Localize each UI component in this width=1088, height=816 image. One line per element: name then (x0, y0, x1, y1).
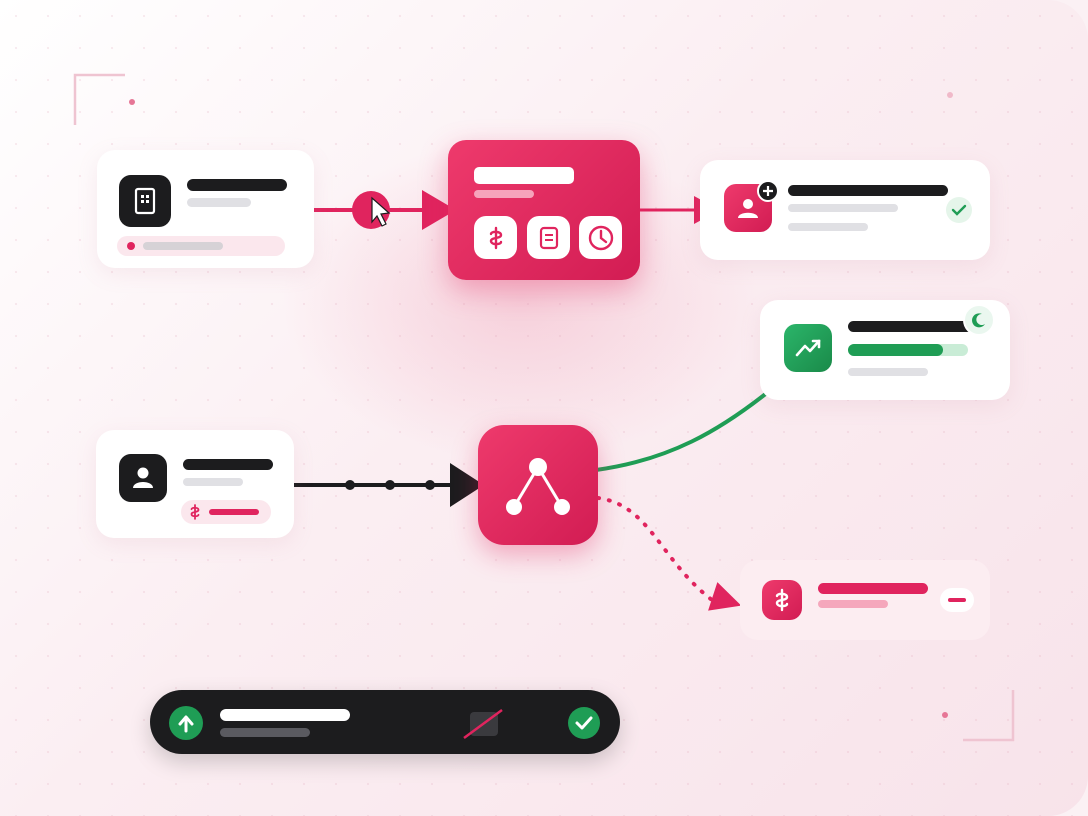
growth-card[interactable] (760, 300, 1010, 400)
title-placeholder (818, 583, 928, 594)
currency-icon (762, 580, 802, 620)
no-device-icon[interactable] (462, 708, 504, 740)
subtitle-placeholder (187, 198, 251, 207)
hub-title-placeholder (474, 167, 574, 184)
check-icon (946, 197, 972, 223)
document-icon[interactable] (527, 216, 570, 259)
title-placeholder (183, 459, 273, 470)
source-building-card[interactable] (97, 150, 314, 268)
tag-placeholder (209, 509, 259, 515)
check-circle-icon[interactable] (568, 707, 600, 739)
hub-subtitle-placeholder (474, 190, 534, 198)
moon-icon (963, 304, 995, 336)
currency-icon[interactable] (474, 216, 517, 259)
status-placeholder (143, 242, 223, 250)
processor-hub-card[interactable] (448, 140, 640, 280)
payment-tag (181, 500, 271, 524)
subtitle-placeholder (183, 478, 243, 486)
branch-icon (506, 458, 570, 515)
progress-track (848, 344, 968, 356)
status-title-placeholder (220, 709, 350, 721)
arrow-head (422, 190, 456, 230)
connector-router-to-payment (596, 496, 714, 602)
subtitle-placeholder (788, 223, 868, 231)
status-subtitle-placeholder (220, 728, 310, 737)
source-person-card[interactable] (96, 430, 294, 538)
title-placeholder (187, 179, 287, 191)
trend-up-icon (784, 324, 832, 372)
status-dot (127, 242, 135, 250)
title-placeholder (788, 185, 948, 196)
subtitle-placeholder (818, 600, 888, 608)
progress-fill (848, 344, 943, 356)
subtitle-placeholder (848, 368, 928, 376)
currency-icon (190, 504, 200, 520)
clock-icon[interactable] (579, 216, 622, 259)
cursor-icon (371, 196, 391, 227)
status-pill (117, 236, 285, 256)
upload-icon[interactable] (169, 706, 203, 740)
user-added-card[interactable] (700, 160, 990, 260)
connector-router-to-growth (595, 390, 770, 472)
building-icon (119, 175, 171, 227)
plus-icon (757, 180, 779, 202)
arrow-head (708, 582, 742, 611)
person-icon (119, 454, 167, 502)
minus-icon (940, 588, 974, 612)
title-placeholder (848, 321, 988, 332)
subtitle-placeholder (788, 204, 898, 212)
payment-card[interactable] (740, 560, 990, 640)
router-node[interactable] (478, 425, 598, 545)
status-bar[interactable] (150, 690, 620, 754)
arrow-head (450, 463, 484, 507)
